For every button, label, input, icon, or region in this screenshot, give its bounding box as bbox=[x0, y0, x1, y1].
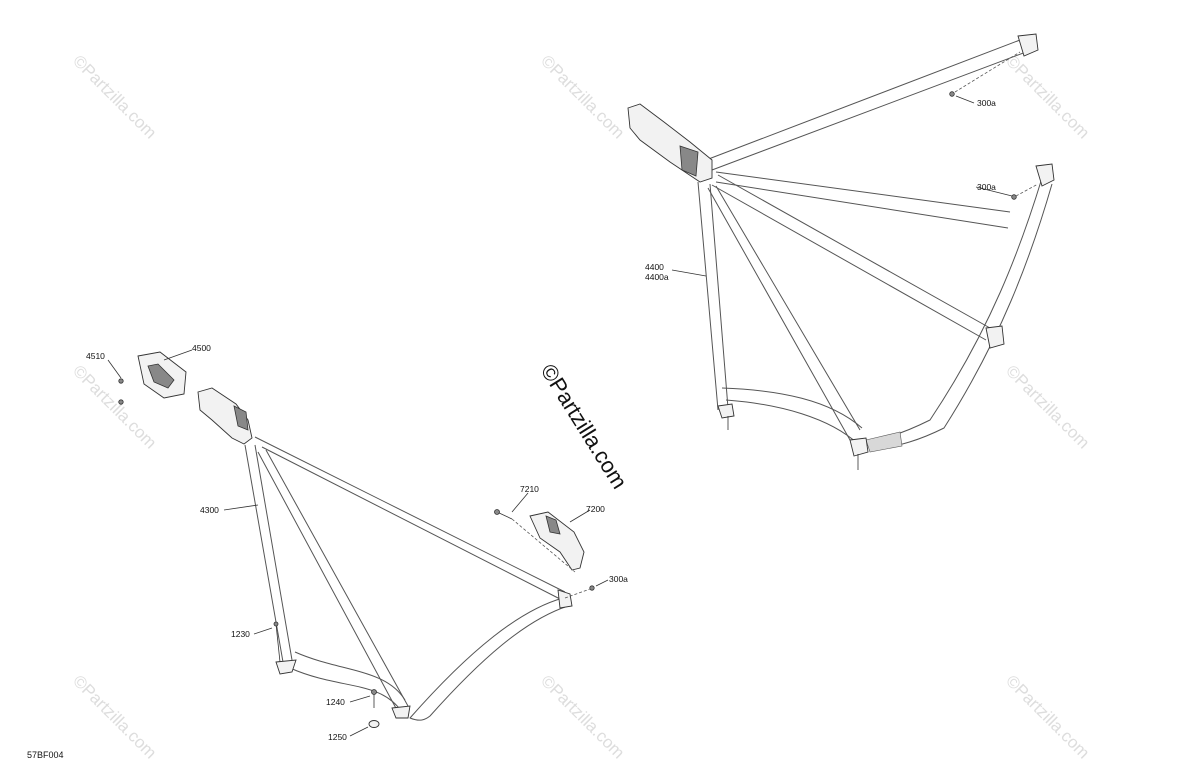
left-diagonal-strap bbox=[257, 449, 409, 713]
washer-1250 bbox=[368, 720, 380, 728]
leader-300a-left bbox=[595, 579, 609, 587]
right-edge-shade bbox=[865, 431, 903, 453]
bracket-4500-inner bbox=[147, 363, 175, 389]
leader-4510 bbox=[107, 359, 122, 379]
right-net-assembly bbox=[627, 33, 1055, 470]
screw-300a-top-dash bbox=[954, 51, 1021, 93]
leader-1250 bbox=[349, 726, 369, 737]
screw-4510-b bbox=[118, 399, 124, 405]
right-anchor-bottom-left bbox=[717, 403, 735, 419]
screw-300a-right-dash bbox=[1015, 183, 1039, 197]
label-7210: 7210 bbox=[520, 484, 539, 494]
watermark-tr: ©Partzilla.com bbox=[1002, 51, 1093, 142]
label-4400a: 4400a bbox=[645, 272, 669, 282]
screw-1240-head bbox=[371, 689, 377, 695]
watermark-br: ©Partzilla.com bbox=[1002, 671, 1093, 762]
right-top-strap bbox=[705, 39, 1027, 171]
left-buckle bbox=[197, 387, 253, 445]
right-middle-strap bbox=[715, 171, 1011, 229]
label-1230: 1230 bbox=[231, 629, 250, 639]
watermark-tl: ©Partzilla.com bbox=[69, 51, 160, 142]
screw-1230-shaft bbox=[275, 623, 281, 663]
screw-300a-top bbox=[949, 91, 955, 97]
left-buckle-clip bbox=[233, 405, 249, 431]
diagram-reference-code: 57BF004 bbox=[27, 750, 64, 760]
right-anchor-mid bbox=[1035, 163, 1055, 187]
leader-300a-right bbox=[975, 186, 1013, 197]
leader-4400 bbox=[671, 269, 707, 277]
bracket-7200-detail bbox=[545, 515, 561, 535]
bracket-7200 bbox=[529, 511, 585, 571]
watermark-bl: ©Partzilla.com bbox=[69, 671, 160, 762]
leader-7200 bbox=[569, 509, 591, 523]
right-inner-diagonal bbox=[707, 185, 861, 441]
right-vertical-strap bbox=[697, 181, 729, 411]
left-anchor-bottom bbox=[275, 659, 297, 675]
left-top-strap bbox=[254, 436, 566, 601]
label-300a-top: 300a bbox=[977, 98, 996, 108]
right-anchor-top bbox=[1017, 33, 1039, 57]
leader-7210 bbox=[511, 492, 529, 513]
left-anchor-right bbox=[557, 589, 573, 609]
watermark-center: ©Partzilla.com bbox=[536, 359, 633, 493]
screw-300a-left bbox=[589, 585, 595, 591]
screw-300a-left-dash bbox=[564, 588, 591, 599]
left-bottom-strap-b bbox=[294, 651, 406, 701]
right-anchor-lower bbox=[985, 325, 1005, 349]
right-buckle bbox=[627, 103, 713, 183]
left-bottom-strap-a bbox=[289, 667, 403, 713]
watermark-tc: ©Partzilla.com bbox=[537, 51, 628, 142]
label-4400: 4400 bbox=[645, 262, 664, 272]
leader-1230 bbox=[253, 627, 273, 635]
left-anchor-bottom-mid bbox=[391, 705, 411, 719]
label-4300: 4300 bbox=[200, 505, 219, 515]
screw-1230-head bbox=[273, 621, 279, 627]
leader-1240 bbox=[349, 695, 371, 703]
leader-4500 bbox=[163, 349, 193, 361]
label-4510: 4510 bbox=[86, 351, 105, 361]
label-1240: 1240 bbox=[326, 697, 345, 707]
bolt-7210-head bbox=[494, 509, 500, 515]
left-net-assembly bbox=[107, 349, 609, 737]
label-4500: 4500 bbox=[192, 343, 211, 353]
screw-300a-right bbox=[1011, 194, 1017, 200]
bolt-7210-dash bbox=[511, 518, 576, 573]
label-7200: 7200 bbox=[586, 504, 605, 514]
right-anchor-bottom bbox=[849, 437, 869, 457]
left-right-curve-strap bbox=[409, 597, 569, 721]
label-300a-left: 300a bbox=[609, 574, 628, 584]
leader-300a-top bbox=[955, 95, 975, 104]
watermark-mr: ©Partzilla.com bbox=[1002, 361, 1093, 452]
right-diagonal-strap bbox=[711, 174, 991, 341]
right-buckle-clip bbox=[679, 145, 699, 177]
screw-4510-a bbox=[118, 378, 124, 384]
label-300a-right: 300a bbox=[977, 182, 996, 192]
watermark-bc: ©Partzilla.com bbox=[537, 671, 628, 762]
label-1250: 1250 bbox=[328, 732, 347, 742]
right-edge-strap bbox=[867, 177, 1053, 451]
right-bottom-strap bbox=[721, 387, 863, 445]
leader-4300 bbox=[223, 504, 259, 511]
